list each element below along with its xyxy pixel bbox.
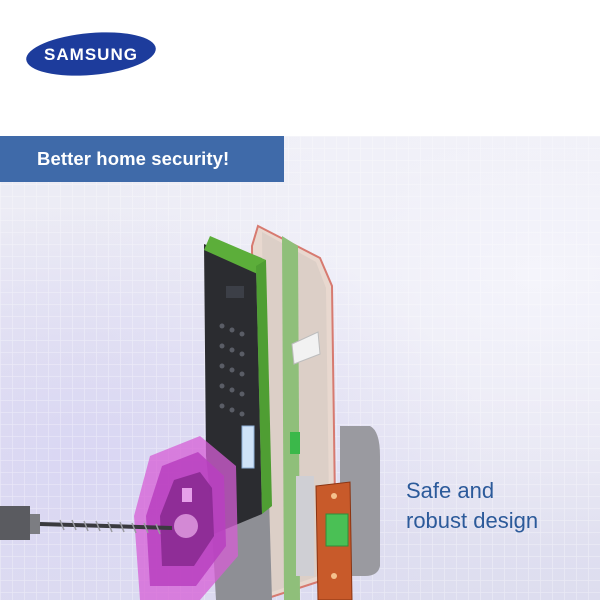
side-rim — [256, 260, 272, 514]
latch-bolt — [291, 331, 321, 365]
samsung-logo: SAMSUNG — [25, 32, 157, 76]
card-sensor — [226, 286, 244, 298]
door-edge — [282, 236, 300, 600]
deadbolt — [325, 513, 349, 547]
feature-line-1: Safe and — [406, 478, 495, 503]
top-rim — [204, 236, 266, 276]
drill-icon — [0, 506, 173, 540]
feature-caption: Safe and robust design — [406, 476, 538, 536]
headline-text: Better home security! — [37, 148, 230, 169]
cable — [241, 425, 255, 469]
logo-wordmark: SAMSUNG — [44, 45, 138, 64]
green-indicator — [290, 432, 300, 454]
hero-image: Better home security! Safe and robust de… — [0, 136, 600, 600]
door-lock-illustration — [0, 224, 380, 600]
inner-mechanism — [296, 476, 314, 576]
headline-banner: Better home security! — [0, 136, 284, 182]
feature-line-2: robust design — [406, 508, 539, 533]
keypad-buttons — [219, 323, 245, 417]
